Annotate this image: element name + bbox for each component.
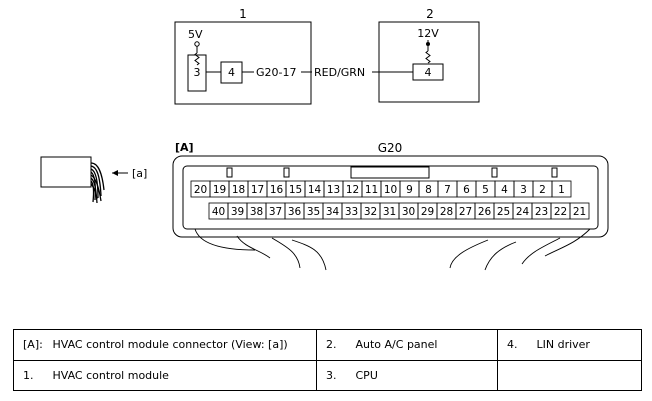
connector-pin-label-bottom: 22 <box>554 206 567 218</box>
resistor-icon <box>194 52 200 66</box>
connector-key <box>350 166 430 179</box>
legend-table: [A]: HVAC control module connector (View… <box>13 329 642 391</box>
legend-cell-lin-driver: 4. LIN driver <box>497 329 642 361</box>
connector-pin-label-top: 13 <box>327 184 340 196</box>
connector-pin-label-top: 20 <box>194 184 207 196</box>
connector-pin-label-top: 16 <box>270 184 284 196</box>
harness-view-label: [a] <box>132 167 147 180</box>
connector-pin-label-bottom: 27 <box>459 206 472 218</box>
connector-pin-label-top: 3 <box>520 184 527 196</box>
supply-dot-icon <box>426 42 430 46</box>
connector-pin-label-top: 9 <box>406 184 413 196</box>
connector-pin-label-top: 12 <box>346 184 359 196</box>
legend-key: 2. <box>326 338 337 352</box>
connector-pin-label-bottom: 25 <box>497 206 510 218</box>
wire-color-label: RED/GRN <box>314 66 365 79</box>
connector-inner-frame <box>182 165 599 230</box>
connector-outline <box>172 155 609 238</box>
legend-text: HVAC control module <box>52 368 169 382</box>
connector-pin-label-top: 5 <box>482 184 489 196</box>
connector-name: G20 <box>378 141 403 155</box>
connector-pin-label-bottom: 34 <box>326 206 340 218</box>
connector-pin-label-top: 17 <box>251 184 264 196</box>
module-number: 1 <box>239 7 247 21</box>
connector-pin-label-bottom: 37 <box>269 206 282 218</box>
connector-pin-label-bottom: 24 <box>516 206 530 218</box>
connector-pin-label-bottom: 30 <box>402 206 415 218</box>
connector-pin-label-top: 7 <box>444 184 451 196</box>
connector-pin-label-bottom: 36 <box>288 206 302 218</box>
harness-wires-icon <box>90 162 105 204</box>
panel-voltage: 12V <box>417 27 439 40</box>
connector-pin-label-top: 18 <box>232 184 245 196</box>
cpu-number: 3 <box>194 66 201 79</box>
lin-driver-number: 4 <box>228 66 235 79</box>
auto-ac-panel-box <box>378 21 480 103</box>
legend-cell-cpu: 3. CPU <box>316 359 498 391</box>
connector-pin-label-bottom: 33 <box>345 206 358 218</box>
legend-cell-empty <box>497 359 642 391</box>
connector-pin-label-bottom: 26 <box>478 206 492 218</box>
connector-tab <box>283 167 290 178</box>
connector-pin-label-top: 10 <box>384 184 397 196</box>
connector-pin-label-top: 14 <box>308 184 322 196</box>
legend-cell-auto-ac-panel: 2. Auto A/C panel <box>316 329 498 361</box>
panel-resistor-icon <box>425 50 431 64</box>
connector-tab <box>551 167 558 178</box>
cpu-box <box>187 54 207 92</box>
legend-key: 1. <box>23 368 34 382</box>
connector-pin-label-bottom: 28 <box>440 206 453 218</box>
legend-row: 1. HVAC control module 3. CPU <box>13 359 642 391</box>
connector-tab <box>491 167 498 178</box>
arrow-left-icon <box>112 170 118 176</box>
connector-pin-cell <box>569 202 590 220</box>
connector-tab <box>226 167 233 178</box>
panel-terminal-box <box>412 63 444 81</box>
legend-key: 4. <box>507 338 518 352</box>
legend-cell-connector-view: [A]: HVAC control module connector (View… <box>13 329 317 361</box>
connector-pin-label-bottom: 39 <box>231 206 244 218</box>
panel-number: 2 <box>426 7 434 21</box>
connector-pin-label-top: 11 <box>365 184 378 196</box>
connector-pin-label-top: 15 <box>289 184 302 196</box>
legend-text: Auto A/C panel <box>355 338 438 352</box>
terminal-label: G20-17 <box>256 66 297 79</box>
harness-connector-icon <box>40 156 92 188</box>
connector-pin-cell <box>551 180 572 198</box>
connector-pin-label-bottom: 32 <box>364 206 377 218</box>
legend-text: HVAC control module connector (View: [a]… <box>52 338 288 352</box>
connector-view-label: [A] <box>175 141 194 154</box>
legend-key: 3. <box>326 368 337 382</box>
connector-pin-label-bottom: 35 <box>307 206 320 218</box>
hvac-module-box <box>174 21 312 105</box>
legend-text: CPU <box>355 368 378 382</box>
wiring-diagram: 1 5V 3 4 G20-17 RED/GRN 2 12V 4 [a] [A] … <box>40 7 609 271</box>
legend-row: [A]: HVAC control module connector (View… <box>13 329 642 361</box>
connector-pin-label-bottom: 23 <box>535 206 548 218</box>
connector-pin-label-top: 6 <box>463 184 470 196</box>
connector-pin-label-bottom: 38 <box>250 206 263 218</box>
connector-pin-label-top: 19 <box>213 184 226 196</box>
connector-pin-label-top: 8 <box>425 184 432 196</box>
connector-pin-label-top: 4 <box>501 184 508 196</box>
legend-key: [A]: <box>23 338 43 352</box>
connector-pin-label-bottom: 40 <box>212 206 225 218</box>
connector-pin-label-bottom: 21 <box>573 206 586 218</box>
connector-pin-label-top: 1 <box>558 184 565 196</box>
module-voltage: 5V <box>188 28 203 41</box>
panel-terminal-number: 4 <box>425 66 432 79</box>
legend-cell-hvac-module: 1. HVAC control module <box>13 359 317 391</box>
connector-wire-bundle <box>194 228 591 271</box>
legend-text: LIN driver <box>536 338 590 352</box>
connector-pin-label-bottom: 29 <box>421 206 434 218</box>
connector-pin-label-top: 2 <box>539 184 546 196</box>
supply-terminal-icon <box>194 41 200 47</box>
connector-pin-label-bottom: 31 <box>383 206 396 218</box>
